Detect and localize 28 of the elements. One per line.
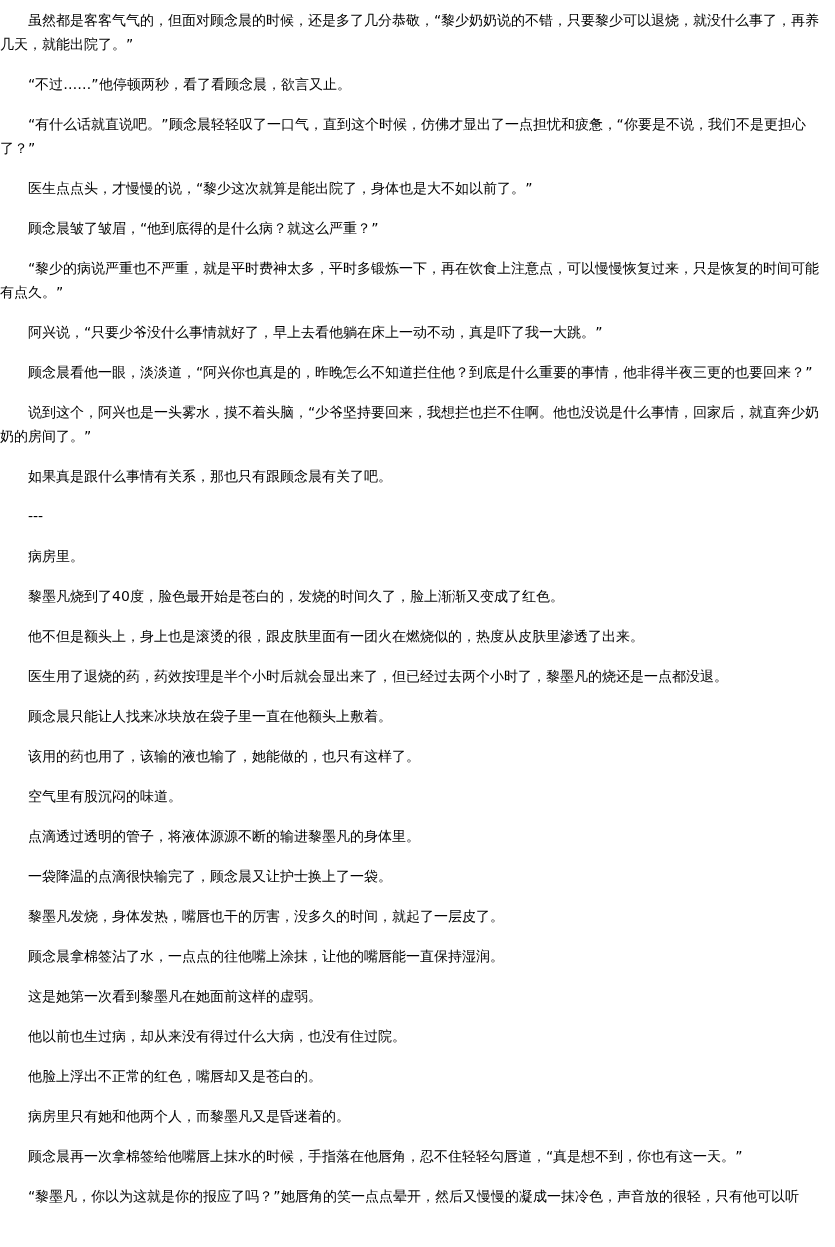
paragraph: 如果真是跟什么事情有关系，那也只有跟顾念晨有关了吧。 bbox=[27, 467, 393, 486]
paragraph: 空气里有股沉闷的味道。 bbox=[27, 787, 183, 806]
section-break: --- bbox=[27, 507, 45, 526]
paragraph: 顾念晨拿棉签沾了水，一点点的往他嘴上涂抹，让他的嘴唇能一直保持湿润。 bbox=[27, 947, 505, 966]
paragraph: 黎墨凡发烧，身体发热，嘴唇也干的厉害，没多久的时间，就起了一层皮了。 bbox=[27, 907, 505, 926]
paragraph: 他不但是额头上，身上也是滚烫的很，跟皮肤里面有一团火在燃烧似的，热度从皮肤里渗透了出来。 bbox=[27, 627, 645, 646]
paragraph: 说到这个，阿兴也是一头雾水，摸不着头脑，“少爷坚持要回来，我想拦也拦不住啊。他也没说是什么事情，回家后，就直奔少奶奶的房间了。” bbox=[0, 403, 821, 446]
paragraph: 该用的药也用了，该输的液也输了，她能做的，也只有这样了。 bbox=[27, 747, 421, 766]
paragraph: 顾念晨看他一眼，淡淡道，“阿兴你也真是的，昨晚怎么不知道拦住他？到底是什么重要的事情，他非得半夜三更的也要回来？” bbox=[27, 363, 814, 382]
paragraph: 阿兴说，“只要少爷没什么事情就好了，早上去看他躺在床上一动不动，真是吓了我一大跳。” bbox=[27, 323, 604, 342]
paragraph: 医生点点头，才慢慢的说，“黎少这次就算是能出院了，身体也是大不如以前了。” bbox=[27, 179, 534, 198]
paragraph: 医生用了退烧的药，药效按理是半个小时后就会显出来了，但已经过去两个小时了，黎墨凡的烧还是一点都没退。 bbox=[27, 667, 729, 686]
paragraph: 点滴透过透明的管子，将液体源源不断的输进黎墨凡的身体里。 bbox=[27, 827, 421, 846]
paragraph: 一袋降温的点滴很快输完了，顾念晨又让护士换上了一袋。 bbox=[27, 867, 393, 886]
paragraph: “不过……”他停顿两秒，看了看顾念晨，欲言又止。 bbox=[27, 75, 352, 94]
paragraph: 顾念晨再一次拿棉签给他嘴唇上抹水的时候，手指落在他唇角，忍不住轻轻勾唇道，“真是想不到，你也有这一天。” bbox=[27, 1147, 744, 1166]
paragraph: 病房里。 bbox=[27, 547, 85, 566]
paragraph: 病房里只有她和他两个人，而黎墨凡又是昏迷着的。 bbox=[27, 1107, 351, 1126]
paragraph: “有什么话就直说吧。”顾念晨轻轻叹了一口气，直到这个时候，仿佛才显出了一点担忧和疲惫，“你要是不说，我们不是更担心了？” bbox=[0, 115, 807, 158]
paragraph: 他脸上浮出不正常的红色，嘴唇却又是苍白的。 bbox=[27, 1067, 323, 1086]
paragraph: 顾念晨只能让人找来冰块放在袋子里一直在他额头上敷着。 bbox=[27, 707, 393, 726]
paragraph: 顾念晨皱了皱眉，“他到底得的是什么病？就这么严重？” bbox=[27, 219, 380, 238]
paragraph: 他以前也生过病，却从来没有得过什么大病，也没有住过院。 bbox=[27, 1027, 407, 1046]
paragraph: “黎少的病说严重也不严重，就是平时费神太多，平时多锻炼一下，再在饮食上注意点，可以慢慢恢复过来，只是恢复的时间可能有点久。” bbox=[0, 259, 821, 302]
paragraph: 这是她第一次看到黎墨凡在她面前这样的虚弱。 bbox=[27, 987, 323, 1006]
paragraph: “黎墨凡，你以为这就是你的报应了吗？”她唇角的笑一点点晕开，然后又慢慢的凝成一抹冷色，声音放的很轻，只有他可以听 bbox=[27, 1187, 800, 1206]
paragraph: 黎墨凡烧到了40度，脸色最开始是苍白的，发烧的时间久了，脸上渐渐又变成了红色。 bbox=[27, 587, 565, 606]
paragraph: 虽然都是客客气气的，但面对顾念晨的时候，还是多了几分恭敬，“黎少奶奶说的不错，只要黎少可以退烧，就没什么事了，再养几天，就能出院了。” bbox=[0, 11, 821, 54]
